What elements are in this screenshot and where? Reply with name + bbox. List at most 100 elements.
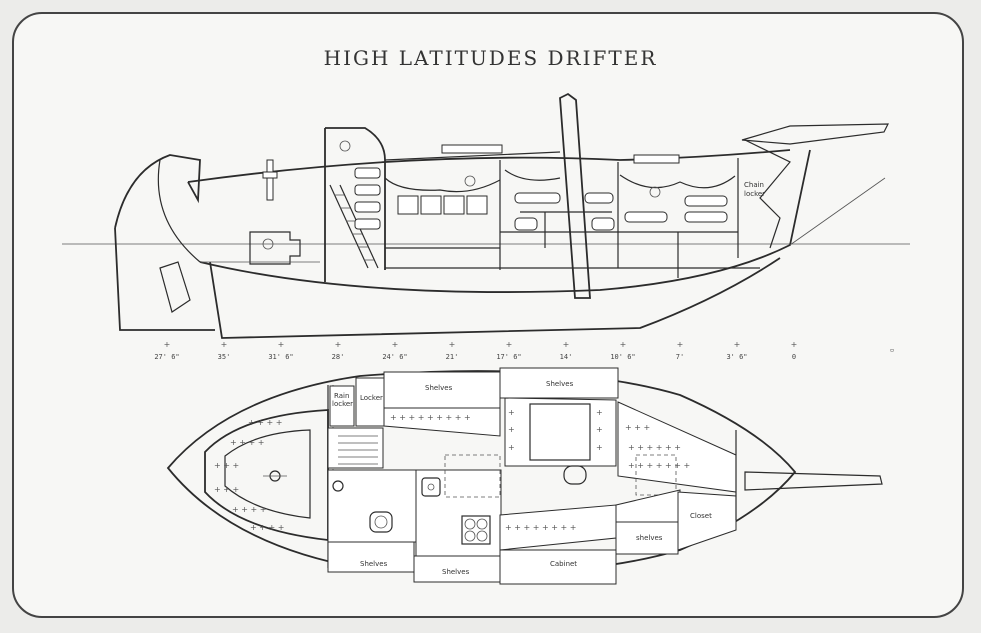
bowsprit — [741, 123, 889, 145]
scale-tick: + — [221, 340, 228, 349]
settee-pattern: + — [596, 425, 603, 434]
scale-tick: + — [791, 340, 798, 349]
rain-locker-label: locker — [332, 400, 353, 408]
svg-text:+ + +: + + + — [214, 461, 239, 470]
scale-tick: + — [449, 340, 456, 349]
shelves-label: Shelves — [546, 380, 574, 388]
scale-tick: + — [278, 340, 285, 349]
engine-flywheel — [262, 238, 274, 250]
keel — [209, 257, 781, 339]
berth-pattern: + + + + + + + — [628, 461, 690, 470]
scale-tick: + — [620, 340, 627, 349]
scale-tick: + — [677, 340, 684, 349]
mizzen-mast — [266, 159, 274, 201]
chain-locker-label: locker — [744, 190, 765, 198]
drawer — [420, 195, 442, 215]
porthole-forward — [649, 186, 661, 198]
settee-back — [514, 192, 561, 204]
svg-text:+ + + +: + + + + — [250, 523, 284, 532]
scale-label: 3' 6" — [726, 353, 747, 361]
scale-label: 28' — [332, 353, 345, 361]
berth-pattern: + + + + + + — [628, 443, 681, 452]
scale-tick: + — [506, 340, 513, 349]
svg-text:+ + +: + + + — [214, 485, 239, 494]
sheer-line — [187, 149, 791, 183]
scale-label: 10' 6" — [610, 353, 635, 361]
shelves-forward — [615, 521, 679, 555]
stair-treads — [338, 435, 378, 465]
cockpit-well — [224, 429, 311, 519]
settee-pattern: + — [508, 408, 515, 417]
svg-text:+ + + +: + + + + — [232, 505, 266, 514]
galley-shelf — [504, 169, 561, 181]
bowsprit-plan — [744, 471, 883, 491]
scale-label: 17' 6" — [496, 353, 521, 361]
galley-sink — [421, 477, 441, 497]
saloon-shelf — [384, 177, 501, 193]
stern-frame — [157, 159, 201, 263]
settee-pattern: + — [596, 408, 603, 417]
toilet-bowl — [374, 515, 388, 529]
cabinet — [499, 549, 617, 585]
drawing-mark: ▫ — [890, 346, 894, 354]
drawer — [443, 195, 465, 215]
locker-label: Locker — [360, 394, 383, 402]
shelves-label: shelves — [636, 534, 663, 542]
berth-cushion — [624, 211, 668, 223]
forward-shelf — [619, 174, 736, 189]
hatch — [441, 144, 503, 154]
forward-hatch-outline — [635, 454, 677, 496]
porthole-saloon — [464, 175, 476, 187]
settee-pattern: + — [508, 443, 515, 452]
companionway-plan — [327, 427, 384, 469]
toilet — [369, 511, 393, 533]
saloon-settee — [504, 397, 617, 467]
settee-pattern: + + + + + + + + — [505, 523, 576, 532]
scale-label: 27' 6" — [154, 353, 179, 361]
scale-tick: + — [335, 340, 342, 349]
shelves-label: Shelves — [442, 568, 470, 576]
doghouse-aft — [325, 127, 386, 270]
main-mast-plan — [563, 465, 587, 485]
porthole-aft — [339, 140, 351, 152]
stove — [461, 515, 491, 545]
chain-locker-label: Chain — [744, 181, 764, 189]
mizzen-mast-band — [262, 171, 278, 179]
hull-bottom — [199, 149, 811, 293]
shelves-label: Shelves — [360, 560, 388, 568]
closet-label: Closet — [690, 512, 712, 520]
galley-counter — [415, 469, 502, 557]
transom — [114, 154, 201, 229]
engine — [249, 231, 301, 265]
cabin-top — [384, 151, 561, 161]
stem — [744, 139, 791, 249]
sink-drain — [427, 483, 435, 491]
settee-seat — [591, 217, 615, 231]
svg-text:+ + + +: + + + + — [230, 438, 264, 447]
drawing-title: HIGH LATITUDES DRIFTER — [323, 46, 658, 70]
berth-cushion — [684, 211, 728, 223]
scale-label: 21' — [446, 353, 459, 361]
scale-label: 7' — [676, 353, 684, 361]
rain-locker-label: Rain — [334, 392, 349, 400]
berth-pattern: + + + — [625, 423, 650, 432]
rain-locker — [329, 385, 355, 427]
settee-pattern: + + + + + + + + + — [390, 413, 471, 422]
berth-cushion — [684, 195, 728, 207]
plan-view: + + + + + + + + + + + + + + + + + + + + … — [166, 367, 883, 585]
locker-panel — [354, 201, 381, 213]
sink — [332, 480, 344, 492]
bobstay — [789, 177, 886, 246]
drawer — [466, 195, 488, 215]
scale-label: 31' 6" — [268, 353, 293, 361]
closet — [677, 491, 737, 551]
locker — [355, 377, 385, 427]
settee-pattern: + — [508, 425, 515, 434]
cabinet-label: Cabinet — [550, 560, 577, 568]
svg-text:+ + + +: + + + + — [248, 418, 282, 427]
scale-label: 35' — [218, 353, 231, 361]
stern-outline — [114, 227, 215, 331]
scale-label: 24' 6" — [382, 353, 407, 361]
scale-label: 0 — [792, 353, 796, 361]
